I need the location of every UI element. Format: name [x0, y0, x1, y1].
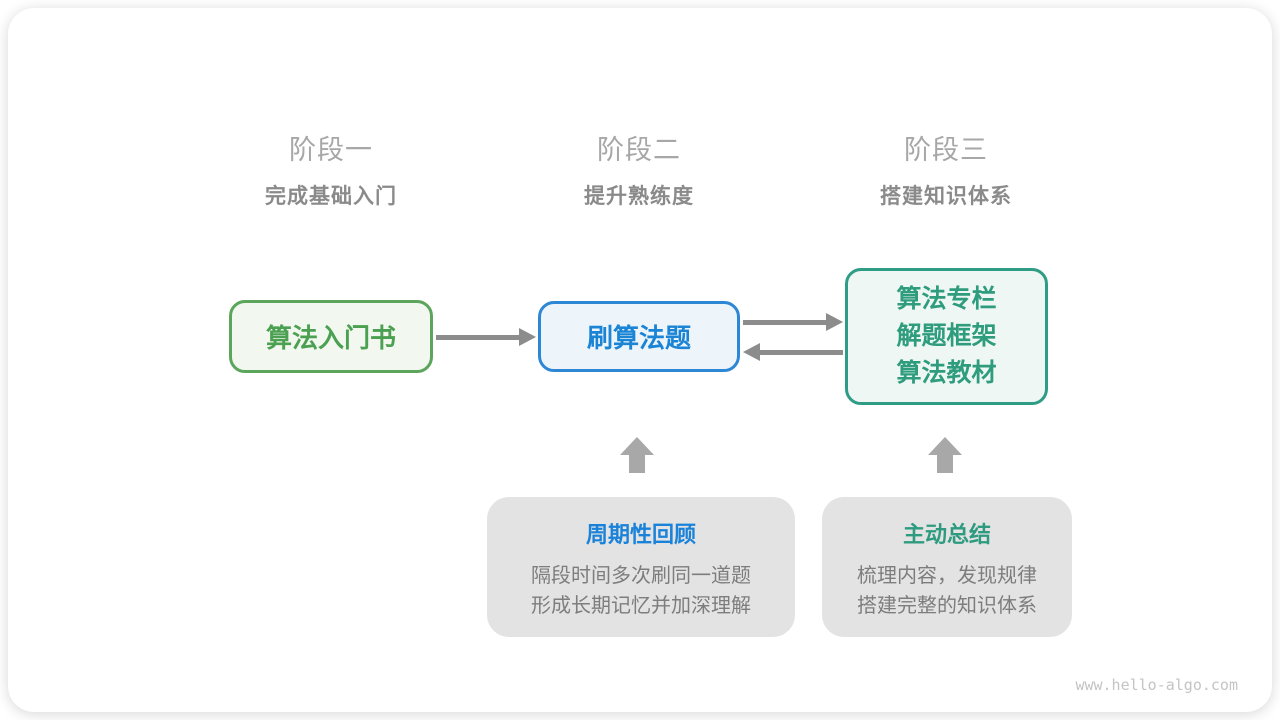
- stage3-label: 阶段三: [904, 135, 988, 165]
- arrow-head: [519, 328, 536, 346]
- callout-periodic-review-desc: 隔段时间多次刷同一道题 形成长期记忆并加深理解: [487, 561, 795, 621]
- node-resources-line-2: 解题框架: [896, 322, 997, 350]
- arrow-shaft: [743, 320, 827, 325]
- right-arrow-icon: [436, 328, 536, 347]
- up-arrow-stem: [629, 455, 645, 473]
- left-arrow-icon: [743, 343, 843, 362]
- up-arrow-head: [928, 437, 962, 455]
- callout-periodic-review: 周期性回顾 隔段时间多次刷同一道题 形成长期记忆并加深理解: [487, 497, 795, 637]
- watermark: www.hello-algo.com: [1075, 676, 1238, 694]
- callout-periodic-review-title: 周期性回顾: [585, 522, 696, 547]
- callout-active-summary: 主动总结 梳理内容，发现规律 搭建完整的知识体系: [822, 497, 1072, 637]
- node-practice-label: 刷算法题: [586, 323, 691, 353]
- up-arrow-icon: [928, 437, 962, 473]
- node-practice: 刷算法题: [538, 301, 740, 372]
- up-arrow-stem: [937, 455, 953, 473]
- arrow-head: [743, 343, 760, 361]
- node-intro-book-label: 算法入门书: [265, 323, 396, 353]
- callout-active-summary-desc: 梳理内容，发现规律 搭建完整的知识体系: [822, 561, 1072, 621]
- arrow-head: [826, 313, 843, 331]
- up-arrow-icon: [620, 437, 654, 473]
- node-resources: 算法专栏 解题框架 算法教材: [845, 268, 1048, 405]
- arrow-shaft: [436, 335, 520, 340]
- stage2-label: 阶段二: [597, 135, 681, 165]
- desc-line: 隔段时间多次刷同一道题: [531, 565, 751, 587]
- node-intro-book: 算法入门书: [229, 300, 433, 373]
- desc-line: 梳理内容，发现规律: [857, 565, 1037, 587]
- right-arrow-icon: [743, 313, 843, 332]
- desc-line: 搭建完整的知识体系: [857, 595, 1037, 617]
- node-resources-line-1: 算法专栏: [896, 285, 997, 313]
- callout-active-summary-title: 主动总结: [902, 522, 991, 547]
- desc-line: 形成长期记忆并加深理解: [531, 595, 751, 617]
- arrow-shaft: [759, 350, 843, 355]
- stage1-label: 阶段一: [289, 135, 373, 165]
- node-resources-line-3: 算法教材: [896, 359, 997, 387]
- stage2-subtitle: 提升熟练度: [584, 185, 694, 208]
- up-arrow-head: [620, 437, 654, 455]
- stage3-subtitle: 搭建知识体系: [880, 185, 1012, 208]
- stage1-subtitle: 完成基础入门: [265, 185, 397, 208]
